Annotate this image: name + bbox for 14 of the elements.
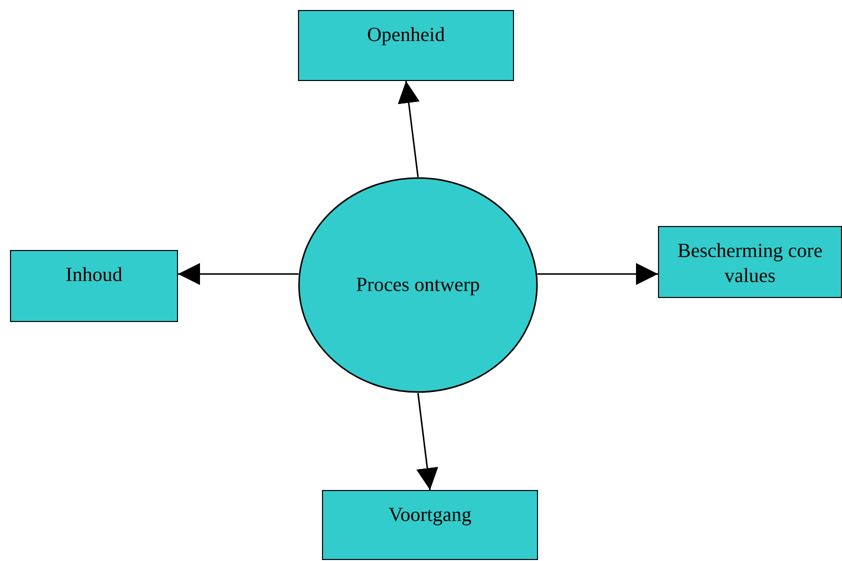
text-box: [10, 250, 178, 322]
text-box: [298, 10, 514, 81]
node-label: Proces ontwerp: [355, 272, 481, 298]
node-label: Inhoud: [66, 263, 122, 288]
arrow: [416, 392, 438, 490]
arrow: [537, 263, 658, 285]
node-label: Voortgang: [388, 503, 472, 528]
node-label: Bescherming core values: [676, 239, 824, 289]
node-label: Openheid: [367, 23, 445, 48]
text-box: [658, 226, 842, 298]
arrow: [178, 263, 299, 285]
arrow: [398, 80, 420, 178]
text-box: [322, 490, 538, 560]
process-ellipse: [298, 177, 538, 393]
